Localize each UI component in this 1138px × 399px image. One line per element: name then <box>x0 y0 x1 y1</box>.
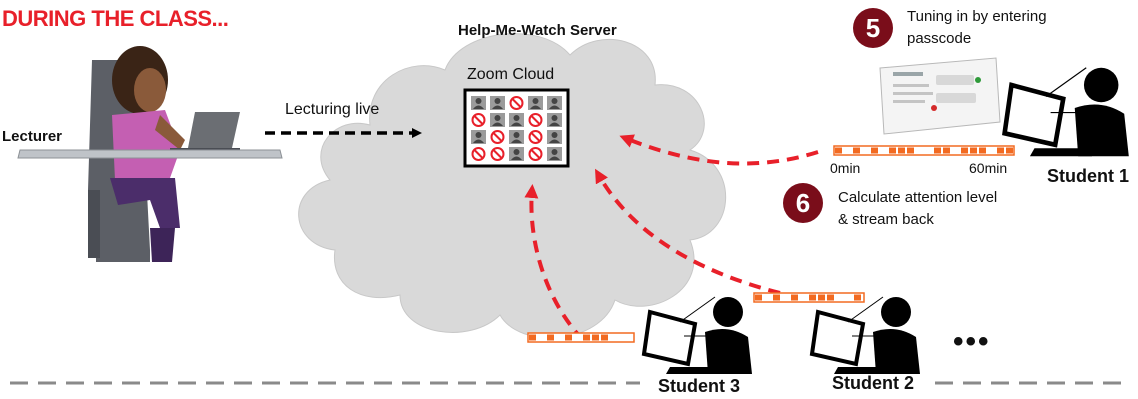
cloud-icon <box>298 33 727 339</box>
video-grid-icon <box>463 88 570 168</box>
grid-blocked-icon <box>509 96 524 110</box>
timeline-end-label: 60min <box>969 160 1008 176</box>
grid-participant-icon <box>547 130 562 144</box>
step-badge-5: 5 <box>853 8 893 48</box>
grid-participant-icon <box>490 96 505 110</box>
step-6-text: Calculate attention level & stream back <box>838 187 997 231</box>
grid-blocked-icon <box>528 147 543 161</box>
grid-participant-icon <box>528 96 543 110</box>
server-label: Help-Me-Watch Server <box>458 22 617 39</box>
step-6-line1: Calculate attention level <box>838 189 998 206</box>
grid-blocked-icon <box>490 147 505 161</box>
step-6-line2: & stream back <box>838 211 934 228</box>
step-badge-6: 6 <box>783 183 823 223</box>
grid-participant-icon <box>471 130 486 144</box>
grid-participant-icon <box>509 113 524 127</box>
student-1-icon <box>1002 67 1129 157</box>
more-students-ellipsis: ••• <box>953 325 991 358</box>
grid-participant-icon <box>509 130 524 144</box>
grid-blocked-icon <box>490 130 505 144</box>
website-screenshot-icon <box>879 57 1001 135</box>
grid-participant-icon <box>490 113 505 127</box>
step-5-line2: passcode <box>907 30 972 47</box>
student-2-icon <box>809 296 920 374</box>
timeline-student-2 <box>753 292 865 303</box>
grid-participant-icon <box>547 147 562 161</box>
grid-participant-icon <box>509 147 524 161</box>
diagram-title: DURING THE CLASS... <box>2 6 229 31</box>
lecturer-figure-icon <box>17 46 283 262</box>
grid-blocked-icon <box>471 147 486 161</box>
grid-participant-icon <box>547 113 562 127</box>
grid-participant-icon <box>471 96 486 110</box>
student-2-label: Student 2 <box>832 373 915 393</box>
grid-blocked-icon <box>528 130 543 144</box>
student-1-label: Student 1 <box>1047 166 1130 186</box>
student-3-label: Student 3 <box>658 376 741 396</box>
cloud-label: Zoom Cloud <box>467 66 555 83</box>
timeline-student-3 <box>527 332 635 343</box>
grid-participant-icon <box>547 96 562 110</box>
timeline-student-1 <box>833 145 1015 156</box>
student-3-icon <box>641 296 752 374</box>
lecturing-live-label: Lecturing live <box>285 101 380 118</box>
timeline-start-label: 0min <box>830 160 861 176</box>
lecturer-label: Lecturer <box>2 128 63 145</box>
grid-blocked-icon <box>471 113 486 127</box>
grid-blocked-icon <box>528 113 543 127</box>
step-5-line1: Tuning in by entering <box>907 8 1047 25</box>
step-5-text: Tuning in by entering passcode <box>907 6 1047 50</box>
